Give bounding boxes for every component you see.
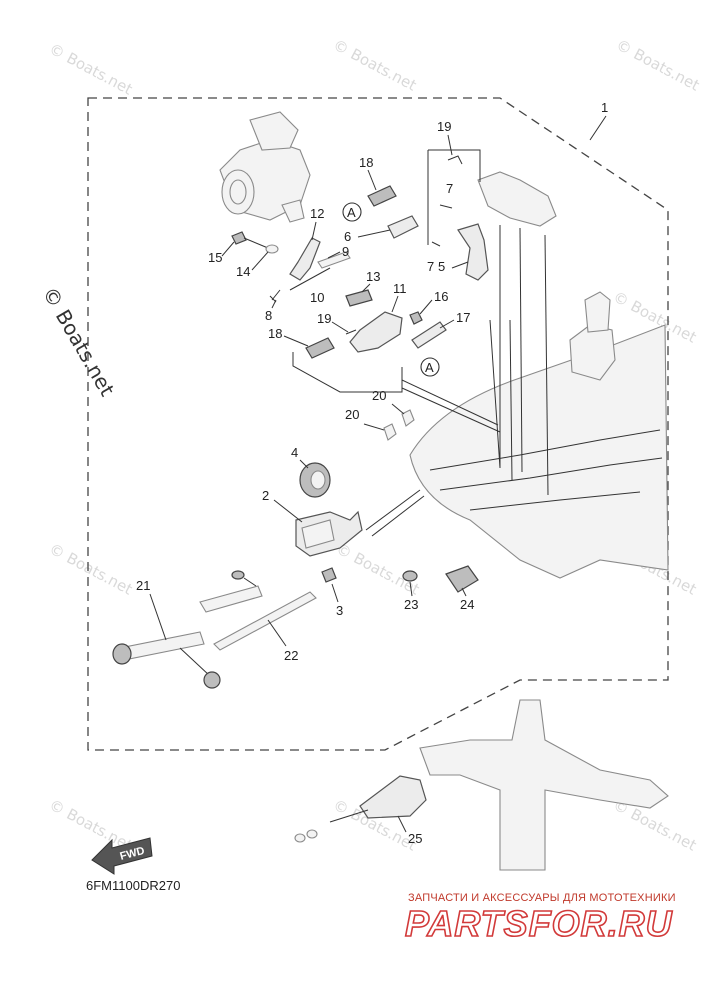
part-label-14: 14 — [236, 264, 250, 279]
part-label-20b: 20 — [345, 407, 359, 422]
svg-text:A: A — [347, 205, 356, 220]
part-label-24: 24 — [460, 597, 474, 612]
part-11-lever — [349, 311, 403, 353]
part-label-11: 11 — [393, 281, 407, 296]
part-13-spring — [345, 289, 373, 307]
carburetor — [219, 111, 311, 223]
part-label-18: 18 — [359, 155, 373, 170]
part-label-12: 12 — [310, 206, 324, 221]
watermark: © Boats.net — [46, 540, 135, 599]
part-label-4: 4 — [291, 445, 298, 460]
part-label-23: 23 — [404, 597, 418, 612]
part-label-15: 15 — [208, 250, 222, 265]
part-label-5: 5 — [438, 259, 445, 274]
part-label-19b: 19 — [317, 311, 331, 326]
assembly-boundary — [87, 97, 669, 751]
part-label-10: 10 — [310, 290, 324, 305]
callout-a-top: A — [342, 202, 362, 222]
watermark: © Boats.net — [330, 36, 419, 95]
fwd-arrow-icon: FWD — [91, 837, 153, 875]
part-label-9: 9 — [342, 244, 349, 259]
bottom-mount — [294, 699, 669, 871]
part-label-13: 13 — [366, 269, 380, 284]
callout-a-bottom: A — [420, 357, 440, 377]
part-label-6: 6 — [344, 229, 351, 244]
part-16-bolt — [409, 311, 423, 325]
part-label-16: 16 — [434, 289, 448, 304]
part-24-connector — [445, 565, 479, 593]
part-23-grommet — [402, 570, 418, 582]
part-3-bolt — [321, 567, 337, 583]
part-number-labels: 1 19 18 7 12 6 9 7 5 15 14 13 11 10 16 8… — [136, 100, 608, 846]
part-label-22: 22 — [284, 648, 298, 663]
part-label-19: 19 — [437, 119, 451, 134]
part-label-1: 1 — [601, 100, 608, 115]
shop-tagline: ЗАПЧАСТИ И АКСЕССУАРЫ ДЛЯ МОТОТЕХНИКИ — [408, 892, 676, 904]
svg-text:A: A — [425, 360, 434, 375]
vertical-watermark: © Boats.net — [38, 283, 120, 401]
leader-lines — [292, 115, 607, 537]
part-15-bolt — [231, 231, 247, 245]
part-18-upper-spring — [367, 185, 397, 207]
watermark: © Boats.net — [46, 40, 135, 99]
watermark: © Boats.net — [613, 36, 702, 95]
upper-linkage-parts — [231, 155, 557, 359]
part-label-8: 8 — [265, 308, 272, 323]
part-12-lever — [289, 237, 321, 281]
part-5-bracket — [457, 223, 489, 281]
part-label-2: 2 — [262, 488, 269, 503]
part-22-rod — [213, 591, 317, 651]
part-label-20: 20 — [372, 388, 386, 403]
part-label-25: 25 — [408, 831, 422, 846]
part-25-bracket — [359, 775, 427, 819]
part-label-7b: 7 — [427, 259, 434, 274]
part-label-3: 3 — [336, 603, 343, 618]
shop-logo: PARTSFOR.RU — [404, 902, 673, 945]
part-17-link — [411, 321, 447, 349]
part-14-washer — [265, 244, 279, 254]
lower-bracket-background — [409, 291, 669, 579]
part-label-7: 7 — [446, 181, 453, 196]
part-6-lever — [387, 215, 419, 239]
watermark: © Boats.net — [333, 540, 422, 599]
part-18-lower-spring — [305, 337, 335, 359]
part-9-rod — [317, 251, 351, 269]
diagram-code: 6FM1100DR270 — [86, 878, 181, 893]
part-label-18b: 18 — [268, 326, 282, 341]
part-label-21: 21 — [136, 578, 150, 593]
lower-parts — [112, 409, 479, 689]
part-label-17: 17 — [456, 310, 470, 325]
